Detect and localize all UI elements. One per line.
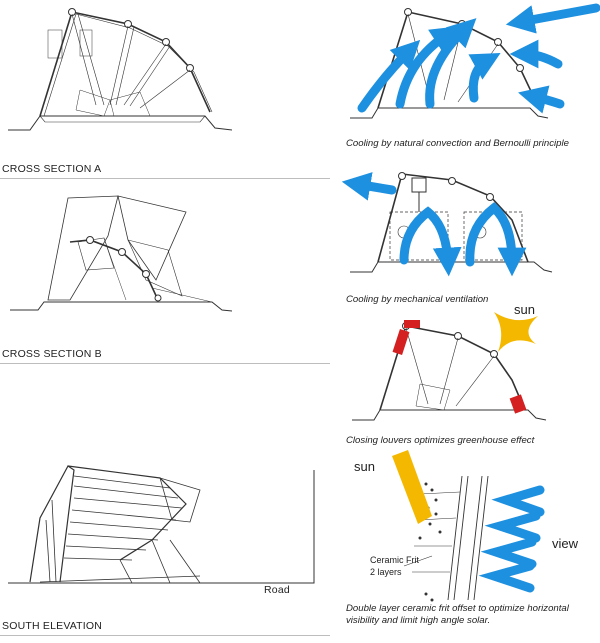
south-elevation-label: SOUTH ELEVATION xyxy=(2,620,102,632)
sun-label-2: sun xyxy=(354,459,375,474)
cross-section-b-label: CROSS SECTION B xyxy=(2,348,102,360)
convection-diagram xyxy=(350,3,600,119)
frit-diagram xyxy=(392,450,545,602)
caption-convection: Cooling by natural convection and Bernou… xyxy=(346,138,569,149)
south-elevation-drawing xyxy=(8,465,315,584)
divider-b xyxy=(0,363,330,364)
ceramic-frit-label-line2: 2 layers xyxy=(370,567,402,577)
divider-a xyxy=(0,178,330,179)
cross-section-a-label: CROSS SECTION A xyxy=(2,163,101,175)
caption-louvers: Closing louvers optimizes greenhouse eff… xyxy=(346,435,535,446)
sun-ray xyxy=(392,450,432,524)
mechanical-ventilation-diagram xyxy=(341,172,553,277)
cross-section-a-drawing xyxy=(8,8,233,131)
cross-section-b-drawing xyxy=(10,195,233,312)
divider-c xyxy=(0,635,330,636)
sun-icon xyxy=(494,312,538,352)
ceramic-frit-label-line1: Ceramic Frit xyxy=(370,555,419,565)
view-label: view xyxy=(552,536,579,551)
road-label: Road xyxy=(264,584,290,596)
sun-label-1: sun xyxy=(514,302,535,317)
louvers-diagram xyxy=(352,312,547,421)
caption-mechanical: Cooling by mechanical ventilation xyxy=(346,294,488,305)
caption-frit: Double layer ceramic frit offset to opti… xyxy=(346,603,569,626)
